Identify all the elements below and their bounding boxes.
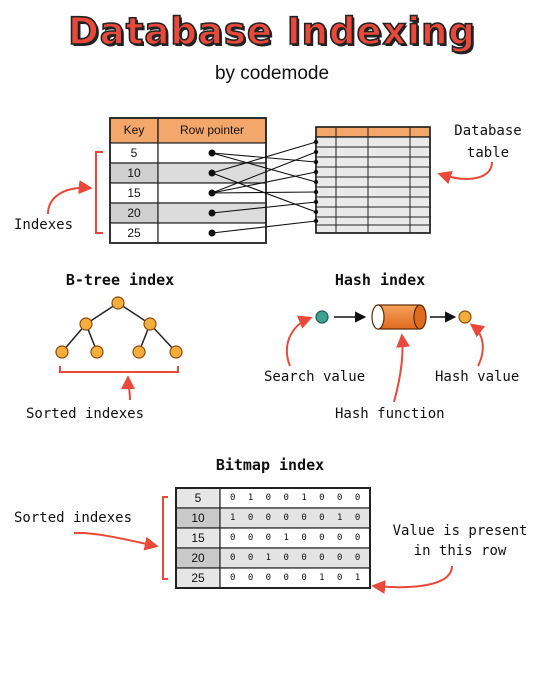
hash-title: Hash index [334,271,426,289]
bitmap-bits: 0 0 0 0 0 1 0 1 [230,573,361,583]
bitmap-key: 10 [191,511,205,525]
red-curved-arrow-icon [371,565,453,594]
sorted-bracket [59,366,179,373]
col-key-header: Key [123,123,145,137]
btree-node [143,317,157,331]
index-table [109,117,267,244]
red-curved-arrow-icon [393,333,411,403]
bitmap-bits: 1 0 0 0 0 0 1 0 [230,513,361,523]
index-key: 15 [127,186,141,200]
btree-node [79,317,93,331]
btree-diagram [55,296,183,401]
red-curved-arrow-icon [73,531,159,551]
btree-node [90,345,104,359]
bitmap-bits: 0 0 0 1 0 0 0 0 [230,533,361,543]
btree-title: B-tree index [65,271,175,289]
btree-node [111,296,125,310]
indexes-label: Indexes [14,217,74,233]
btree-sorted-label: Sorted indexes [26,406,145,422]
hash-value-label: Hash value [435,369,520,385]
bitmap-bits: 0 0 1 0 0 0 0 0 [230,553,361,563]
hash-diagram [285,304,486,403]
bitmap-key: 15 [191,531,205,545]
bitmap-sorted-label: Sorted indexes [14,510,133,526]
red-curved-arrow-icon [437,161,493,185]
index-key: 20 [127,206,141,220]
btree-node [55,345,69,359]
index-key: 25 [127,226,141,240]
database-table [313,126,431,234]
search-value-label: Search value [264,369,366,385]
page-title: Database Indexing [67,9,476,54]
cylinder-hash-function-icon [371,304,427,330]
bitmap-bits: 0 1 0 0 1 0 0 0 [230,493,361,503]
red-curved-arrow-icon [121,375,136,401]
database-table-label-1: Database [454,123,522,139]
bitmap-key: 25 [191,571,205,585]
btree-node [132,345,146,359]
value-present-label-2: in this row [413,543,507,559]
hash-function-label: Hash function [335,406,445,422]
value-present-label-1: Value is present [392,523,528,539]
btree-node [169,345,183,359]
bitmap-key: 20 [191,551,205,565]
bitmap-key: 5 [194,491,202,505]
search-value-dot [315,310,329,324]
red-curved-arrow-icon [285,315,313,367]
red-curved-arrow-icon [47,180,93,215]
index-key: 5 [130,146,138,160]
bitmap-title: Bitmap index [215,456,325,474]
col-pointer-header: Row pointer [179,123,245,137]
bitmap-table [73,487,453,594]
database-table-label-2: table [466,145,510,161]
red-curved-arrow-icon [469,323,486,367]
pointer-lines [211,141,317,234]
page-subtitle: by codemode [214,63,330,84]
hash-value-dot [458,310,472,324]
index-key: 10 [127,166,141,180]
bitmap-bracket [162,496,168,580]
indexes-bracket [95,151,103,234]
